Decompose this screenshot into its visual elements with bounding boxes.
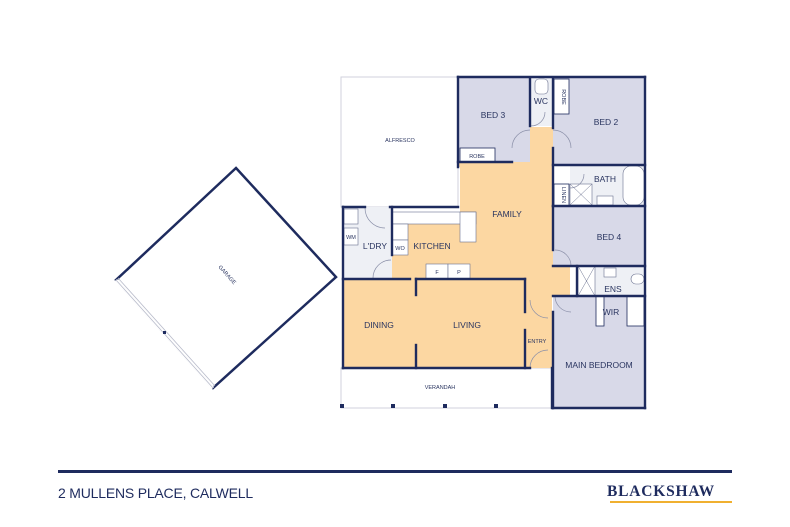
- wm-label: WM: [346, 235, 356, 241]
- bed3-robe-label: ROBE: [469, 154, 485, 160]
- wc-label: WC: [534, 96, 548, 106]
- living-fill: [343, 127, 570, 368]
- cooktop: [391, 223, 409, 241]
- bath-vanity: [596, 195, 614, 206]
- property-address: 2 MULLENS PLACE, CALWELL: [58, 485, 253, 501]
- alfresco-label: ALFRESCO: [385, 138, 415, 144]
- family-label: FAMILY: [492, 209, 522, 219]
- verandah: VERANDAH: [340, 367, 553, 409]
- linen-label: LINEN: [560, 187, 566, 203]
- ens-label: ENS: [604, 284, 622, 294]
- bath-label: BATH: [594, 174, 616, 184]
- walls: [341, 75, 647, 410]
- bathtub: [622, 165, 645, 206]
- door-swings: [364, 111, 585, 369]
- bed3-label: BED 3: [481, 110, 506, 120]
- laundry-label: L'DRY: [363, 241, 387, 251]
- bed4-area: [553, 206, 645, 266]
- logo-underline: [610, 501, 732, 503]
- main-bedroom-label: MAIN BEDROOM: [565, 360, 633, 370]
- kitchen-island: [459, 211, 477, 243]
- dining-label: DINING: [364, 320, 394, 330]
- alfresco: ALFRESCO: [340, 76, 459, 208]
- wc-toilet: [534, 78, 549, 95]
- agency-logo: BLACKSHAW: [607, 483, 715, 500]
- ensuite-vanity: [603, 267, 617, 278]
- garage: GARAGE: [114, 166, 338, 390]
- footer-divider: [58, 470, 732, 473]
- wo-label: WO: [395, 246, 405, 252]
- bed4-label: BED 4: [597, 232, 622, 242]
- kitchen-label: KITCHEN: [413, 241, 450, 251]
- verandah-label: VERANDAH: [425, 385, 456, 391]
- bed2-label: BED 2: [594, 117, 619, 127]
- verandah-area: [340, 367, 553, 409]
- pantry-label: P: [457, 270, 461, 276]
- entry-label: ENTRY: [528, 339, 547, 345]
- laundry-tub: [343, 208, 359, 225]
- ensuite-toilet: [630, 273, 645, 285]
- fridge-label: F: [435, 270, 439, 276]
- wir-label: WIR: [603, 307, 620, 317]
- living-label: LIVING: [453, 320, 481, 330]
- bed2-robe-label: ROBE: [560, 89, 566, 105]
- living-zone: [343, 127, 570, 368]
